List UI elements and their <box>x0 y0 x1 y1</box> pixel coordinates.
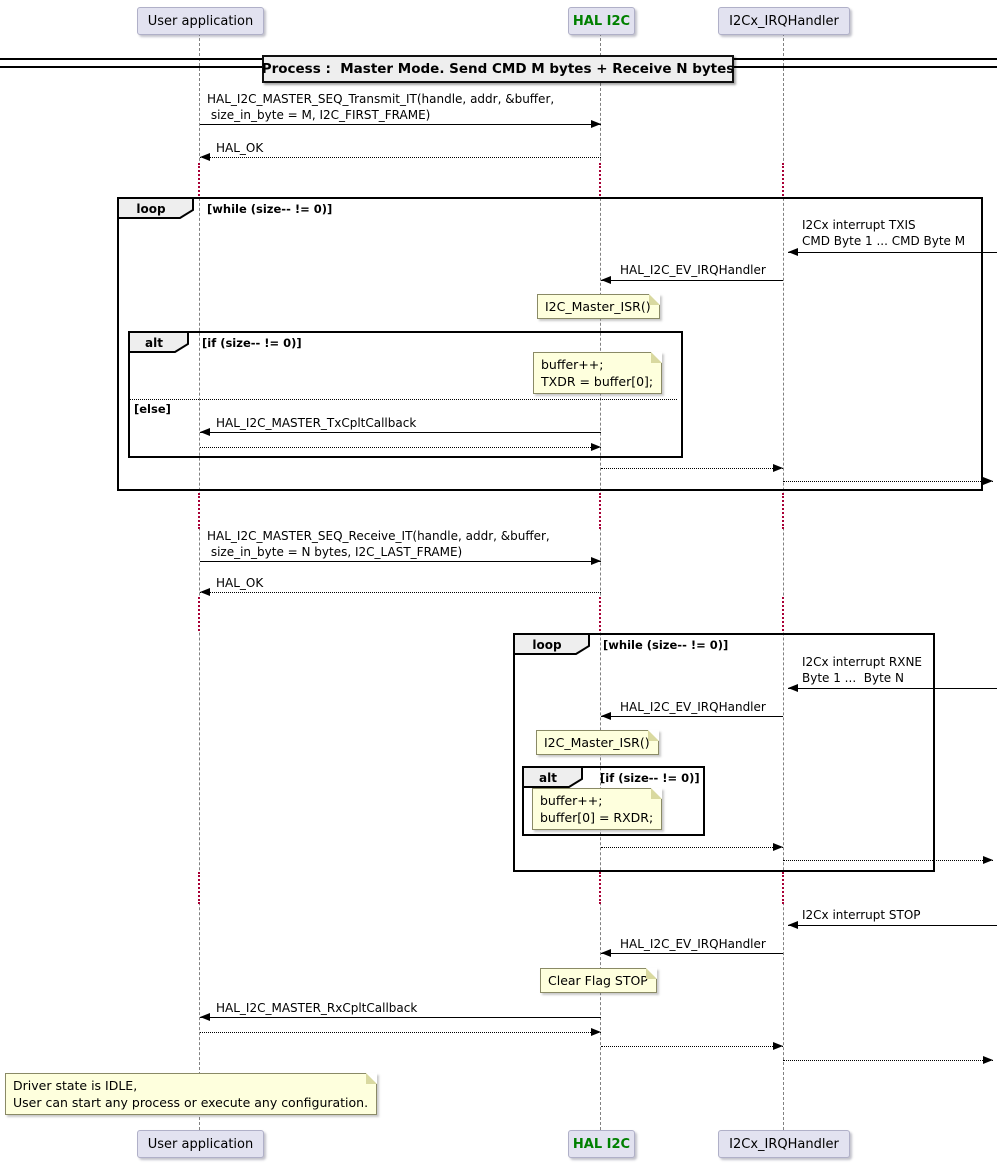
msg-txis-arrow <box>788 252 997 253</box>
arrowhead <box>788 684 798 692</box>
msg-transmit-arrow <box>200 124 601 125</box>
msg-txcplt-arrow <box>200 432 601 433</box>
msg-rxcplt-arrow <box>200 1017 601 1018</box>
return-arrow <box>601 468 783 469</box>
lifeline-delay <box>196 597 203 631</box>
arrowhead <box>773 464 783 472</box>
lifeline-delay <box>780 872 787 904</box>
arrowhead <box>591 443 601 451</box>
lifeline-delay <box>597 163 604 196</box>
lifeline-user-application <box>199 33 200 1130</box>
alt-frame-receive: alt [if (size-- != 0)] <box>522 766 705 836</box>
msg-receive-arrow <box>200 561 601 562</box>
arrowhead <box>773 843 783 851</box>
else-label: [else] <box>134 402 171 416</box>
alt-tab: alt <box>522 766 583 788</box>
arrowhead <box>773 1042 783 1050</box>
participant-i2cx-irqhandler-bottom: I2Cx_IRQHandler <box>718 1130 850 1158</box>
return-arrow <box>783 1060 993 1061</box>
loop-condition: [while (size-- != 0)] <box>207 202 333 216</box>
participant-user-application-top: User application <box>137 7 264 35</box>
msg-evirq1-label: HAL_I2C_EV_IRQHandler <box>620 263 766 277</box>
note-tx-buffer: buffer++;TXDR = buffer[0]; <box>533 352 663 394</box>
alt-condition: [if (size-- != 0)] <box>202 336 302 350</box>
arrowhead <box>200 153 210 161</box>
lifeline-delay <box>780 163 787 196</box>
arrowhead <box>200 588 210 596</box>
participant-i2cx-irqhandler-top: I2Cx_IRQHandler <box>718 7 850 35</box>
msg-halok2-arrow <box>200 592 601 593</box>
msg-halok1-arrow <box>200 157 601 158</box>
loop-frame-transmit: loop [while (size-- != 0)] <box>117 197 983 491</box>
msg-evirq2-label: HAL_I2C_EV_IRQHandler <box>620 700 766 714</box>
loop-frame-receive: loop [while (size-- != 0)] <box>513 633 935 872</box>
msg-rxne-arrow <box>788 688 997 689</box>
arrowhead <box>983 477 993 485</box>
arrowhead <box>601 276 611 284</box>
msg-halok1-label: HAL_OK <box>216 141 264 155</box>
lifeline-delay <box>196 872 203 904</box>
arrowhead <box>200 1013 210 1021</box>
lifeline-delay <box>196 493 203 529</box>
msg-evirq1-arrow <box>601 280 783 281</box>
msg-evirq3-label: HAL_I2C_EV_IRQHandler <box>620 937 766 951</box>
loop-tab: loop <box>117 197 194 219</box>
msg-stop-label: I2Cx interrupt STOP <box>802 908 921 922</box>
return-arrow <box>200 447 601 448</box>
participant-hal-i2c-bottom: HAL I2C <box>568 1130 635 1158</box>
loop-label: loop <box>532 638 562 652</box>
lifeline-delay <box>196 163 203 196</box>
alt-tab: alt <box>128 331 189 353</box>
msg-evirq2-arrow <box>601 716 783 717</box>
arrowhead <box>591 557 601 565</box>
msg-transmit-label: HAL_I2C_MASTER_SEQ_Transmit_IT(handle, a… <box>207 92 555 122</box>
alt-condition: [if (size-- != 0)] <box>600 771 700 785</box>
loop-tab: loop <box>513 633 590 655</box>
return-arrow <box>601 1046 783 1047</box>
loop-label: loop <box>136 202 166 216</box>
participant-hal-i2c-top: HAL I2C <box>568 7 635 35</box>
return-arrow <box>783 481 993 482</box>
lifeline-delay <box>597 872 604 904</box>
return-arrow <box>200 1032 601 1033</box>
else-divider <box>130 399 677 400</box>
arrowhead <box>591 120 601 128</box>
msg-rxcplt-label: HAL_I2C_MASTER_RxCpltCallback <box>216 1001 418 1015</box>
lifeline-delay <box>597 493 604 529</box>
alt-label: alt <box>145 336 163 350</box>
note-driver-idle: Driver state is IDLE,User can start any … <box>5 1073 378 1115</box>
arrowhead <box>788 921 798 929</box>
msg-receive-label: HAL_I2C_MASTER_SEQ_Receive_IT(handle, ad… <box>207 529 550 559</box>
return-arrow <box>601 847 783 848</box>
arrowhead <box>983 1056 993 1064</box>
note-master-isr-1: I2C_Master_ISR() <box>537 294 660 319</box>
lifeline-delay <box>780 597 787 631</box>
diagram-title: Process : Master Mode. Send CMD M bytes … <box>262 55 734 83</box>
arrowhead <box>983 856 993 864</box>
arrowhead <box>601 712 611 720</box>
msg-halok2-label: HAL_OK <box>216 576 264 590</box>
lifeline-hal-i2c <box>600 33 601 1130</box>
msg-evirq3-arrow <box>601 953 783 954</box>
alt-label: alt <box>539 771 557 785</box>
return-arrow <box>783 860 993 861</box>
note-rx-buffer: buffer++;buffer[0] = RXDR; <box>532 788 663 830</box>
arrowhead <box>788 248 798 256</box>
loop-condition: [while (size-- != 0)] <box>603 638 729 652</box>
alt-frame-transmit: alt [if (size-- != 0)] [else] <box>128 331 683 458</box>
msg-txcplt-label: HAL_I2C_MASTER_TxCpltCallback <box>216 416 417 430</box>
arrowhead <box>200 428 210 436</box>
note-master-isr-2: I2C_Master_ISR() <box>536 730 659 755</box>
arrowhead <box>601 949 611 957</box>
lifeline-delay <box>780 493 787 529</box>
note-clear-stop: Clear Flag STOP <box>540 968 657 993</box>
msg-stop-arrow <box>788 925 997 926</box>
lifeline-delay <box>597 597 604 631</box>
lifeline-i2cx-irqhandler <box>783 33 784 1130</box>
participant-user-application-bottom: User application <box>137 1130 264 1158</box>
arrowhead <box>591 1028 601 1036</box>
